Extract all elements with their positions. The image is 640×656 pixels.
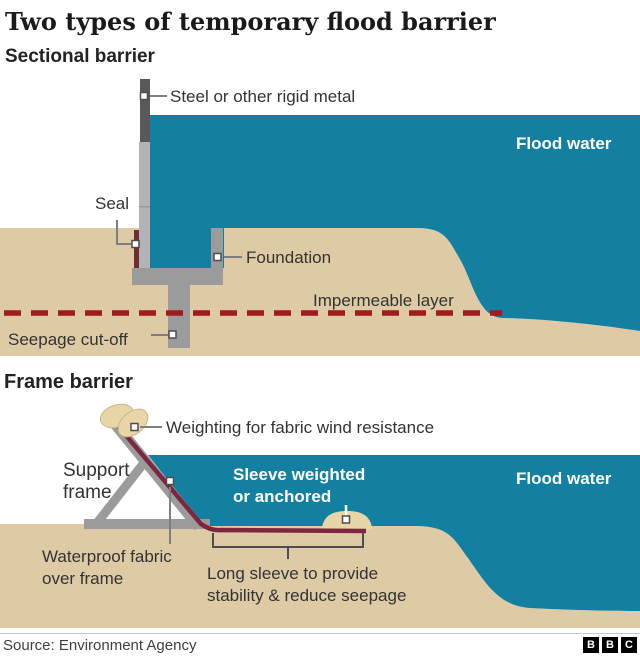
- steel-connector-square: [139, 91, 149, 101]
- support-frame-label-line1: Support: [63, 460, 130, 481]
- seepage-cutoff-label: Seepage cut-off: [8, 330, 128, 349]
- waterproof-fabric-label-line1: Waterproof fabric: [42, 547, 172, 566]
- source-credit: Source: Environment Agency: [3, 637, 197, 654]
- frame-flood-water-label: Flood water: [516, 469, 612, 488]
- sectional-diagram: [0, 79, 640, 356]
- foundation-label: Foundation: [246, 248, 332, 267]
- sleeve-weighted-label-line1: Sleeve weighted: [233, 465, 366, 484]
- waterproof-fabric-label-line2: over frame: [42, 569, 124, 588]
- foundation-connector-square: [213, 252, 222, 262]
- steel-post-shape: [140, 79, 150, 142]
- barrier-wall-shape: [139, 142, 150, 268]
- seal-shape: [134, 230, 140, 268]
- weighting-sack-shape: [99, 403, 149, 438]
- long-sleeve-label-line1: Long sleeve to provide: [207, 564, 379, 583]
- page-title: Two types of temporary flood barrier: [5, 7, 496, 36]
- support-frame-label: Support frame: [63, 460, 130, 504]
- weighting-connector-square: [130, 422, 139, 432]
- frame-base-bar: [84, 519, 210, 529]
- sectional-flood-water-label: Flood water: [516, 134, 612, 153]
- longsleeve-bracket: [212, 533, 364, 559]
- foundation-shape: [132, 228, 223, 348]
- support-frame-label-line2: frame: [63, 482, 112, 503]
- bbc-logo: B B C: [583, 637, 637, 653]
- long-sleeve-label: Long sleeve to provide stability & reduc…: [207, 563, 406, 607]
- seal-label: Seal: [95, 194, 130, 213]
- bbc-logo-block-c: C: [621, 637, 637, 653]
- frame-heading: Frame barrier: [4, 371, 133, 393]
- long-sleeve-label-line2: stability & reduce seepage: [207, 586, 407, 605]
- barrier-wall-seam: [139, 206, 150, 208]
- bbc-logo-block-b2: B: [602, 637, 618, 653]
- weighting-label: Weighting for fabric wind resistance: [166, 418, 435, 437]
- sleeve-connector-square: [341, 515, 351, 524]
- impermeable-layer-label: Impermeable layer: [313, 291, 454, 310]
- seal-connector-square: [131, 239, 140, 249]
- sleeve-weighted-label: Sleeve weighted or anchored: [233, 464, 365, 508]
- frame-sand: [0, 524, 640, 628]
- frame-diagram: [0, 403, 640, 628]
- frame-flood-water: [148, 455, 640, 611]
- seepage-connector-square: [168, 330, 177, 339]
- sectional-flood-water: [150, 115, 640, 331]
- sleeve-weighted-label-line2: or anchored: [233, 487, 332, 506]
- fabric-line: [105, 411, 367, 534]
- waterproof-connector-square: [165, 476, 175, 486]
- seal-leader-line: [116, 220, 131, 245]
- bbc-logo-block-b1: B: [583, 637, 599, 653]
- frame-support-leg: [93, 456, 151, 526]
- waterproof-fabric-label: Waterproof fabric over frame: [42, 546, 172, 590]
- sectional-heading: Sectional barrier: [5, 46, 155, 67]
- steel-label: Steel or other rigid metal: [170, 87, 356, 106]
